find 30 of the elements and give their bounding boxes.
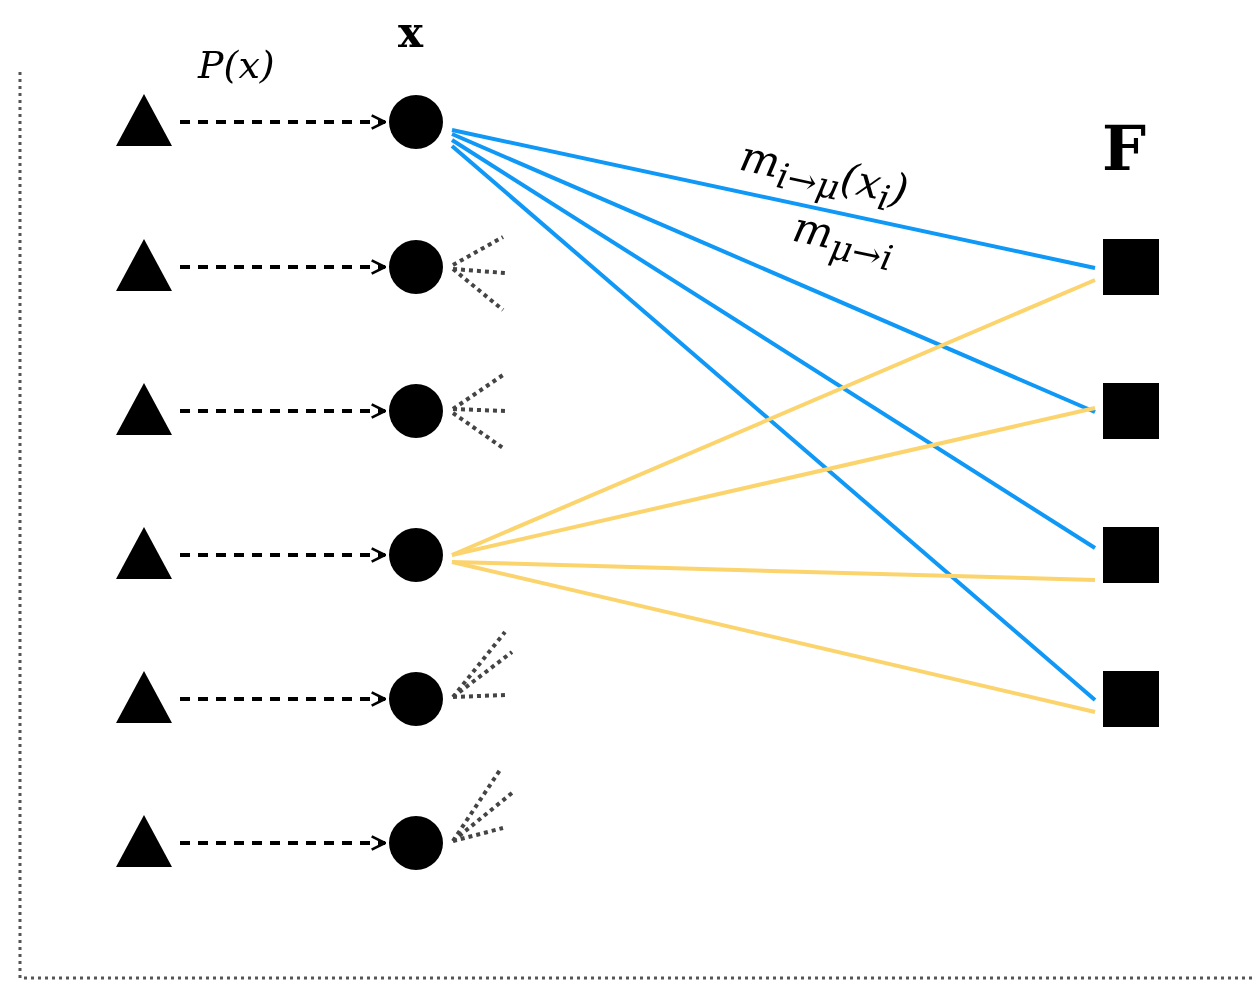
dashed-arrow xyxy=(180,403,387,419)
connector-line xyxy=(451,132,1096,414)
dotted-line xyxy=(452,267,506,275)
dotted-line xyxy=(451,411,505,450)
dotted-line xyxy=(451,373,505,411)
dashed-arrow xyxy=(180,547,387,563)
dotted-line xyxy=(451,630,507,699)
dashed-arrow xyxy=(180,259,387,275)
column-heading: x xyxy=(398,12,424,54)
connector-line xyxy=(451,406,1096,557)
edge-label: m$_{i→μ}$(x$_{i}$) xyxy=(734,135,912,220)
dashed-arrow xyxy=(180,691,387,707)
dotted-line xyxy=(451,650,514,699)
dotted-line xyxy=(451,267,505,312)
dotted-line xyxy=(451,768,502,843)
dashed-arrow xyxy=(180,114,387,130)
connector-line xyxy=(451,278,1096,557)
connector-line xyxy=(450,138,1097,550)
dotted-line xyxy=(451,791,514,843)
dotted-line xyxy=(452,826,504,843)
dashed-arrow xyxy=(180,835,387,851)
column-heading: F xyxy=(1102,118,1147,180)
dotted-line xyxy=(452,407,506,413)
connector-line xyxy=(451,128,1096,270)
dotted-line xyxy=(452,235,504,267)
connector-line xyxy=(451,560,1096,714)
connector-line xyxy=(450,144,1097,702)
edge-label: P(x) xyxy=(198,46,275,84)
dotted-line xyxy=(452,693,506,699)
connector-line xyxy=(451,560,1096,582)
